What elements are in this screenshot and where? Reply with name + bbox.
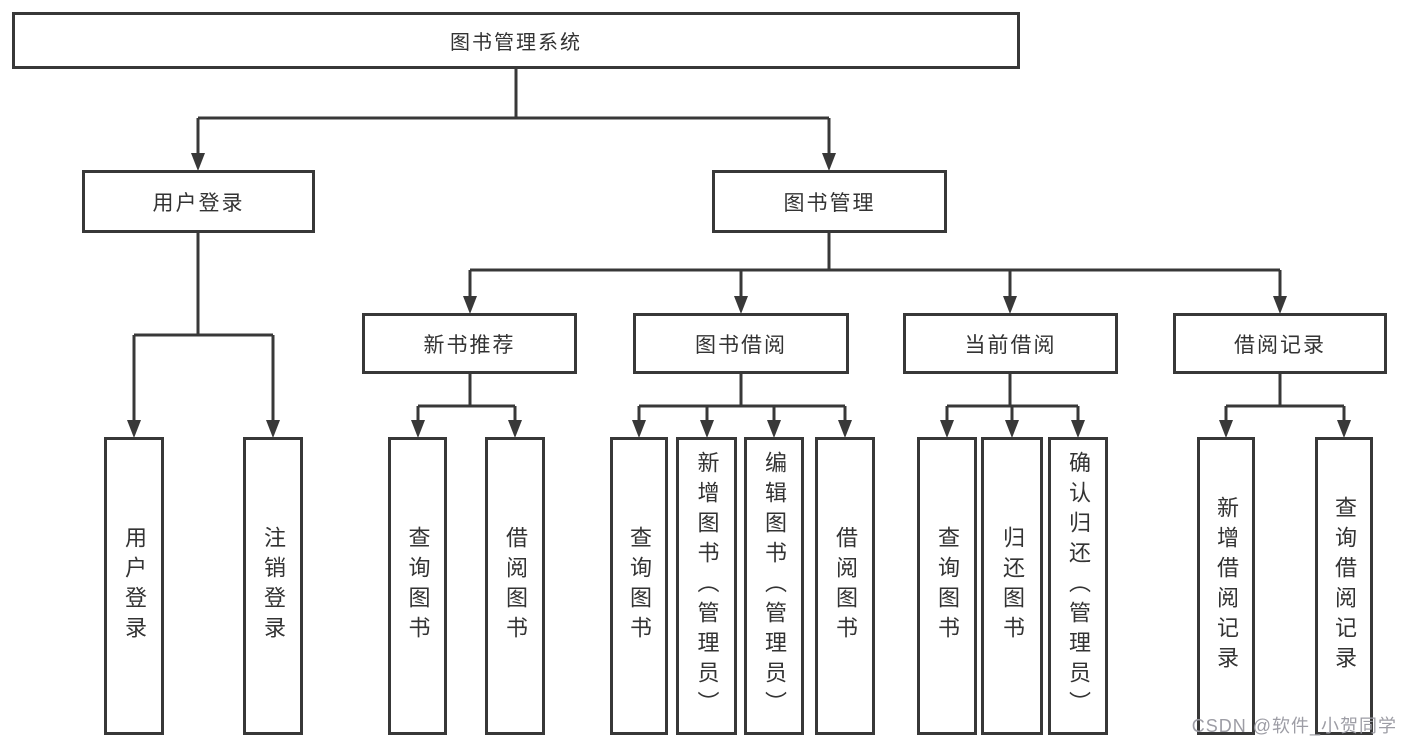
node-book-borrow: 图书借阅 xyxy=(633,313,849,374)
leaf-logout: 注销登录 xyxy=(243,437,303,735)
leaf-user-login: 用户登录 xyxy=(104,437,164,735)
node-user-login: 用户登录 xyxy=(82,170,315,233)
leaf-confirm-return-admin: 确认归还（管理员） xyxy=(1048,437,1108,735)
leaf-query-books-recommend: 查询图书 xyxy=(388,437,447,735)
node-new-book-recommend: 新书推荐 xyxy=(362,313,577,374)
leaf-add-books-admin: 新增图书（管理员） xyxy=(676,437,737,735)
node-current-borrow: 当前借阅 xyxy=(903,313,1118,374)
csdn-watermark: CSDN @软件_小贺同学 xyxy=(1191,716,1397,736)
leaf-edit-books-admin: 编辑图书（管理员） xyxy=(744,437,804,735)
leaf-return-books: 归还图书 xyxy=(981,437,1043,735)
leaf-query-books-current: 查询图书 xyxy=(917,437,977,735)
arrowheads xyxy=(127,153,1351,438)
node-book-management: 图书管理 xyxy=(712,170,947,233)
node-root-system: 图书管理系统 xyxy=(12,12,1020,69)
leaf-borrow-books-recommend: 借阅图书 xyxy=(485,437,545,735)
node-borrow-records: 借阅记录 xyxy=(1173,313,1387,374)
leaf-query-borrow-record: 查询借阅记录 xyxy=(1315,437,1373,735)
leaf-query-books-borrow: 查询图书 xyxy=(610,437,668,735)
leaf-add-borrow-record: 新增借阅记录 xyxy=(1197,437,1255,735)
leaf-borrow-books: 借阅图书 xyxy=(815,437,875,735)
